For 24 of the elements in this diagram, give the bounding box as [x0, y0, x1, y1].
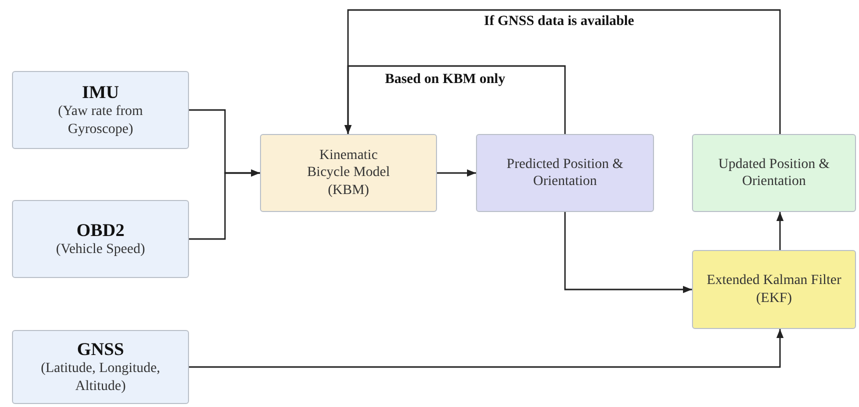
sensor-box: [12, 200, 189, 278]
edge-label: Based on KBM only: [383, 72, 508, 88]
arrow: [437, 169, 476, 177]
node-text: Predicted Position & Orientation: [506, 156, 624, 190]
node-text: Updated Position & Orientation: [717, 156, 831, 190]
arrow: [344, 9, 781, 134]
process-box: [476, 134, 654, 212]
arrow: [564, 212, 692, 294]
process-box: [260, 134, 437, 212]
arrow: [776, 212, 784, 250]
node-heading: GNSS: [76, 339, 124, 360]
node-text: (Vehicle Speed): [56, 240, 146, 258]
node-text: (Latitude, Longitude, Altitude): [40, 360, 162, 395]
process-box: [692, 134, 856, 212]
node-heading: OBD2: [76, 220, 124, 241]
arrow: [189, 169, 260, 240]
process-box: [692, 250, 856, 329]
node-text: Kinematic Bicycle Model (KBM): [306, 146, 391, 200]
node-text: Extended Kalman Filter (EKF): [706, 272, 842, 307]
node-heading: IMU: [82, 82, 119, 103]
arrow: [189, 329, 784, 368]
sensor-box: [12, 330, 189, 404]
node-text: (Yaw rate from Gyroscope): [57, 103, 144, 138]
sensor-box: [12, 71, 189, 149]
